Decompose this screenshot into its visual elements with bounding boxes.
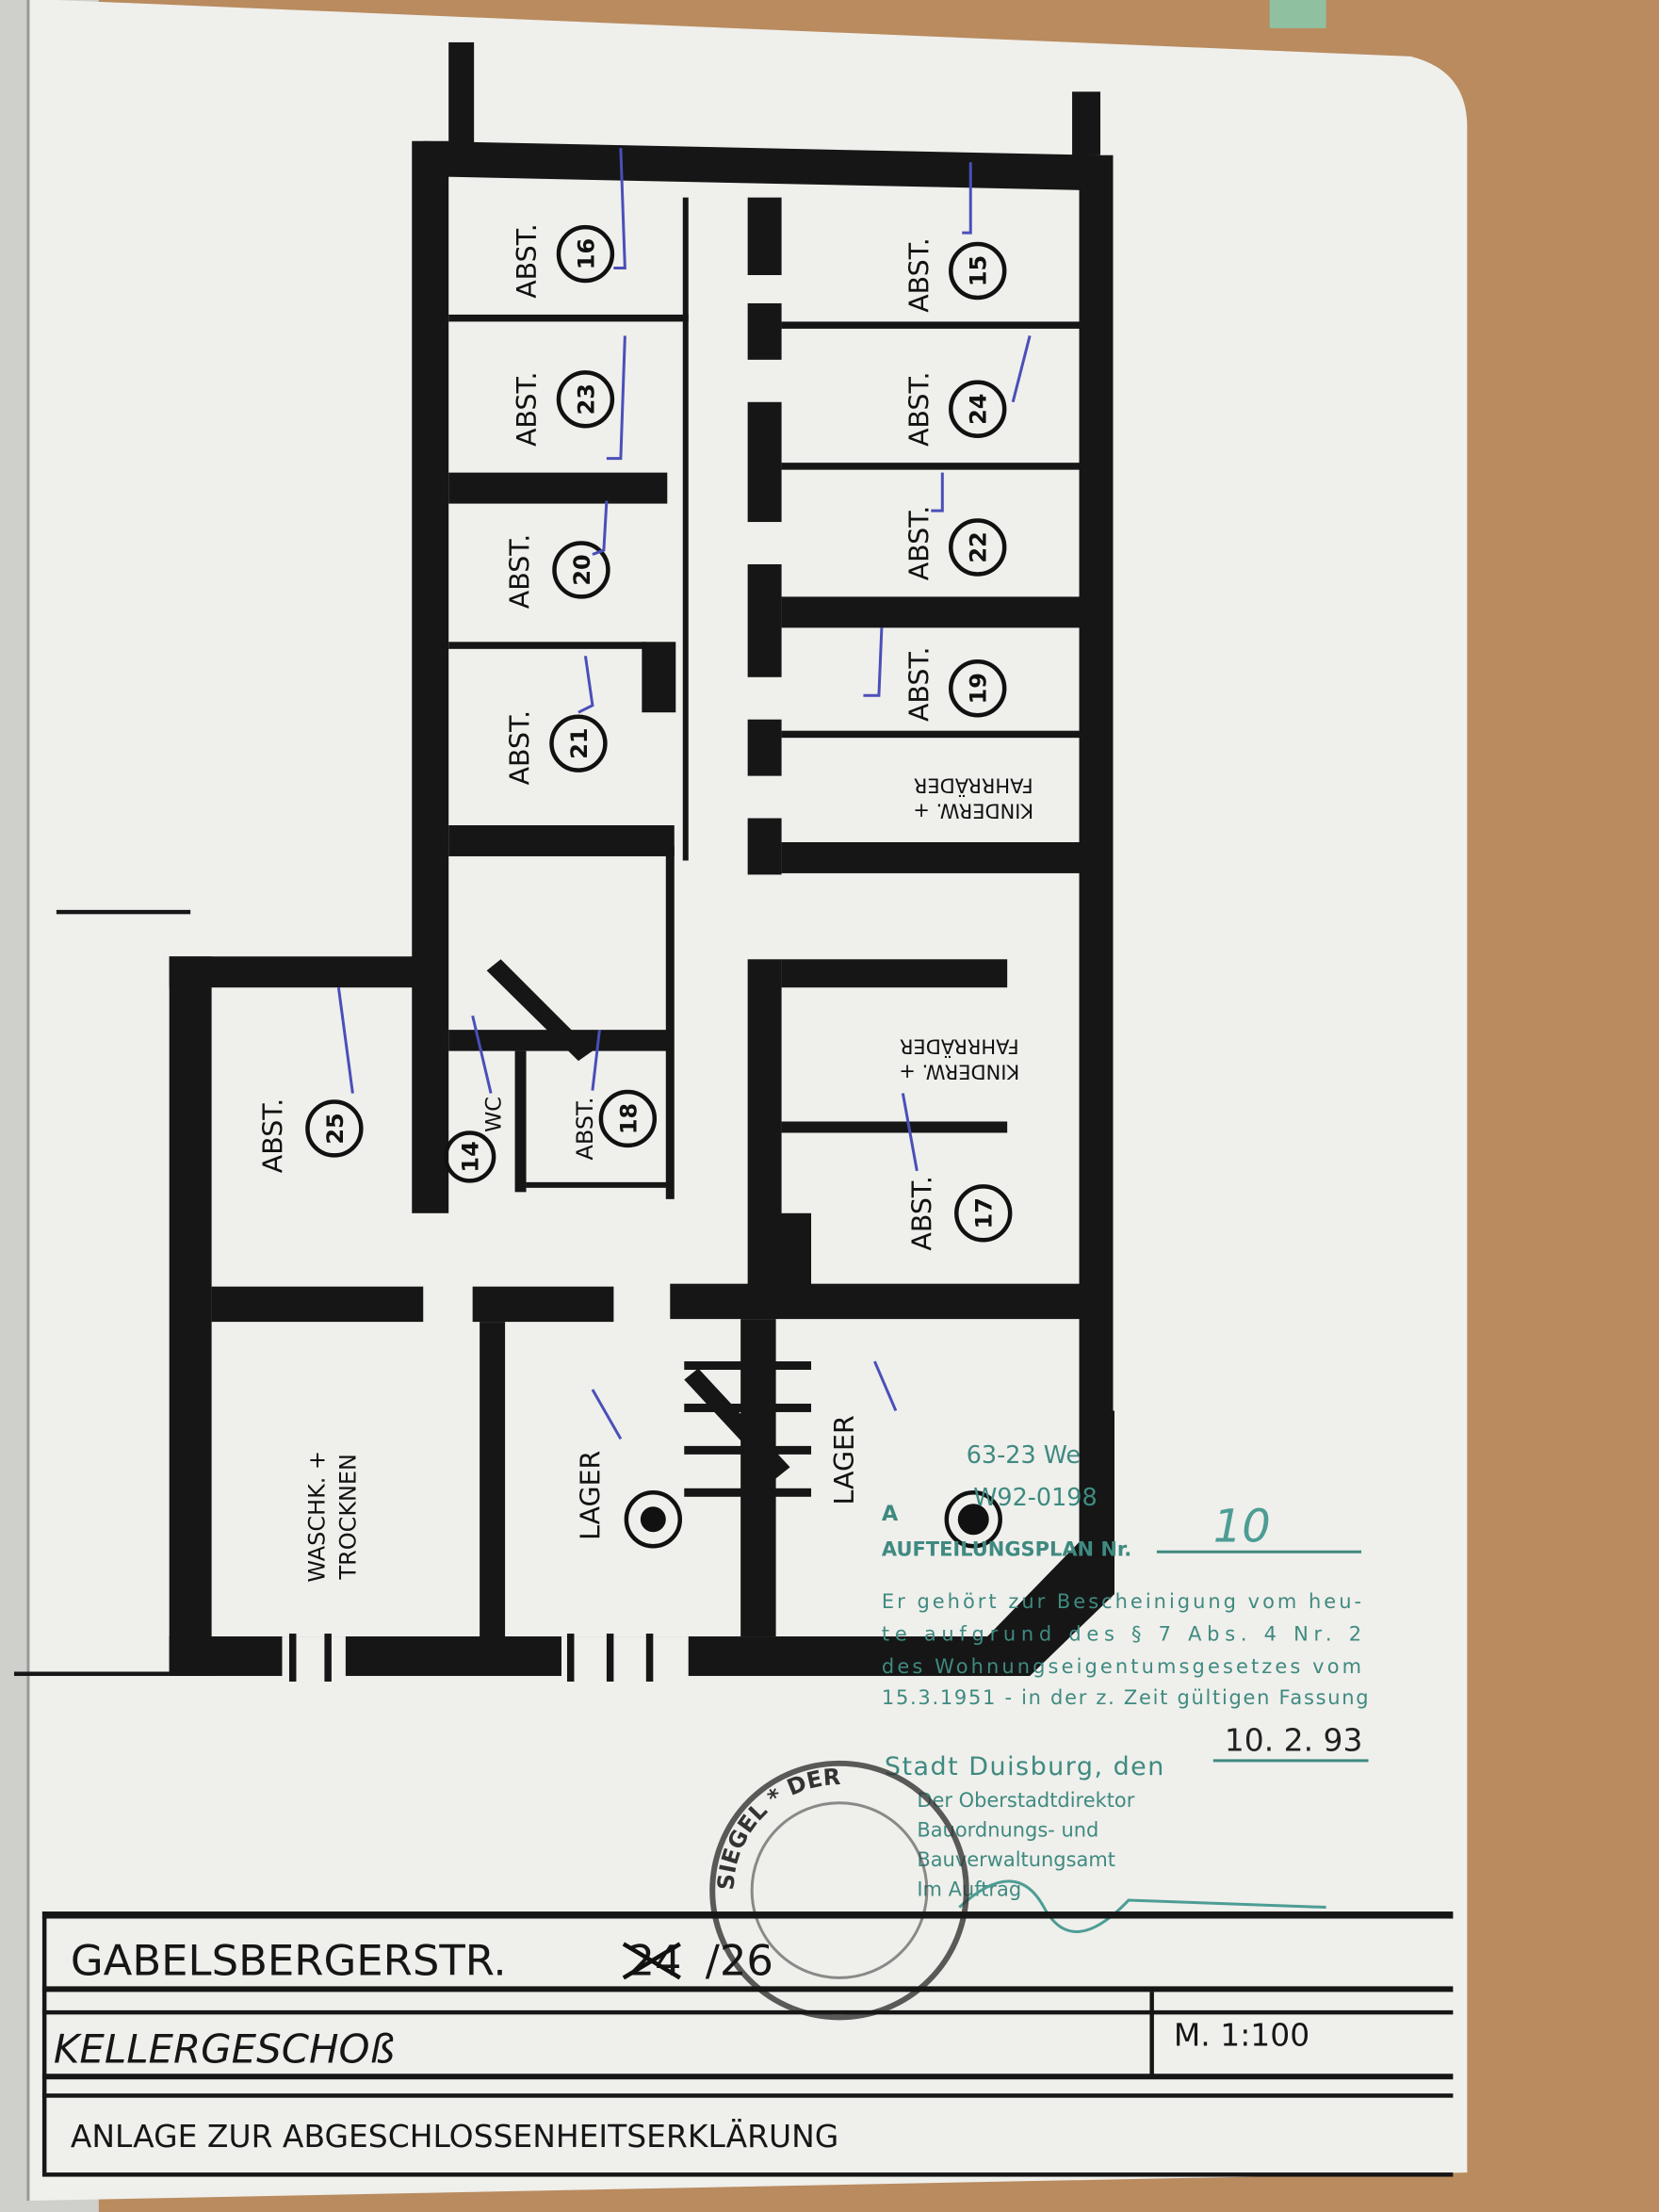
handwritten-ref-1: 63-23 We (967, 1441, 1081, 1470)
svg-text:22: 22 (966, 531, 992, 562)
svg-text:LAGER: LAGER (829, 1415, 860, 1504)
unit-circle: 19 (949, 659, 1007, 718)
stamp-title-prefix: A (882, 1502, 899, 1526)
plan-label: AUFTEILUNGSPLAN Nr. (882, 1538, 1131, 1561)
city-line: Stadt Duisburg, den (885, 1752, 1165, 1781)
unit-circle: 25 (305, 1099, 364, 1158)
walls (13, 41, 1114, 1682)
svg-text:WASCHK. +: WASCHK. + (303, 1451, 330, 1583)
svg-text:23: 23 (573, 383, 599, 415)
signature (958, 1879, 1326, 1933)
unit-circle: 16 (556, 224, 615, 284)
svg-text:24: 24 (966, 394, 992, 425)
approval-stamp: 63-23 We W92-0198 A AUFTEILUNGSPLAN Nr. … (882, 1441, 1369, 1933)
unit-circle: 15 (949, 241, 1007, 301)
green-tab (1269, 0, 1326, 28)
room-17: ABST. (906, 1176, 937, 1251)
svg-text:19: 19 (966, 673, 992, 704)
svg-text:KINDERW. +: KINDERW. + (899, 1061, 1019, 1083)
stamp-body-line: 15.3.1951 - in der z. Zeit gültigen Fass… (882, 1686, 1369, 1709)
handwritten-ref-2: W92-0198 (973, 1484, 1097, 1512)
svg-text:20: 20 (569, 554, 595, 585)
unit-circle: 18 (598, 1089, 658, 1148)
room-24: ABST. (903, 371, 935, 447)
authority-line: Bauordnungs- und (917, 1819, 1098, 1842)
authority-line: Bauverwaltungsamt (917, 1848, 1115, 1871)
svg-text:ABST.: ABST. (505, 534, 536, 610)
svg-text:ABST.: ABST. (903, 646, 935, 722)
unit-circle: 23 (556, 370, 615, 429)
svg-text:FAHRRÄDER: FAHRRÄDER (900, 1035, 1019, 1059)
room-25: ABST. (257, 1098, 288, 1174)
unit-circle: 17 (954, 1184, 1013, 1243)
unit-circle: 14 (443, 1130, 496, 1183)
svg-text:TROCKNEN: TROCKNEN (334, 1454, 361, 1580)
room-22: ABST. (903, 506, 935, 581)
unit-circle: 24 (949, 380, 1007, 438)
unit-circle (944, 1490, 1002, 1549)
bike-room-2: KINDERW. +FAHRRÄDER (899, 1035, 1019, 1083)
room-23: ABST. (512, 371, 543, 447)
room-lager-2: LAGER (829, 1415, 860, 1504)
unit-circle: 21 (549, 714, 608, 773)
room-16: ABST. (512, 223, 543, 299)
room-wc: WC (482, 1097, 507, 1132)
svg-text:18: 18 (615, 1103, 642, 1134)
unit-circle: 22 (949, 518, 1007, 577)
unit-circle (624, 1490, 683, 1549)
room-18: ABST. (572, 1097, 598, 1160)
svg-text:25: 25 (322, 1113, 349, 1144)
bike-room-1: KINDERW. +FAHRRÄDER (913, 774, 1033, 822)
scale: M. 1:100 (1174, 2016, 1309, 2053)
svg-text:14: 14 (458, 1141, 484, 1172)
room-20: ABST. (505, 534, 536, 610)
unit-circle: 20 (552, 541, 610, 599)
plan-number: 10 (1213, 1502, 1271, 1553)
stamp-date: 10. 2. 93 (1225, 1721, 1363, 1758)
svg-text:LAGER: LAGER (575, 1451, 606, 1540)
house-number: /26 (706, 1935, 773, 1985)
svg-text:ABST.: ABST. (257, 1098, 288, 1174)
unit-number-circles: 16 23 20 21 15 24 22 19 25 14 18 17 (305, 224, 1013, 1549)
svg-text:ABST.: ABST. (512, 371, 543, 447)
stamp-body-line: des Wohnungseigentumsgesetzes vom (882, 1655, 1361, 1678)
svg-text:21: 21 (566, 727, 593, 758)
annex-title: ANLAGE ZUR ABGESCHLOSSENHEITSERKLÄRUNG (71, 2118, 838, 2155)
room-21: ABST. (505, 710, 536, 786)
svg-text:KINDERW. +: KINDERW. + (913, 800, 1033, 822)
room-15: ABST. (903, 237, 935, 313)
room-labels: ABST. ABST. ABST. ABST. ABST. ABST. ABST… (257, 223, 1033, 1582)
title-block: GABELSBERGERSTR. 24 /26 KELLERGESCHOß M.… (41, 1911, 1454, 2177)
room-lager-1: LAGER (575, 1451, 606, 1540)
floor-name: KELLERGESCHOß (54, 2025, 395, 2072)
svg-text:15: 15 (966, 255, 992, 286)
street-name: GABELSBERGERSTR. (71, 1935, 507, 1985)
authority-line: Der Oberstadtdirektor (917, 1789, 1134, 1812)
pen-marks (336, 148, 1032, 1440)
svg-text:ABST.: ABST. (572, 1097, 598, 1160)
svg-text:ABST.: ABST. (903, 506, 935, 581)
svg-text:ABST.: ABST. (512, 223, 543, 299)
room-19: ABST. (903, 646, 935, 722)
svg-text:ABST.: ABST. (505, 710, 536, 786)
svg-text:ABST.: ABST. (903, 237, 935, 313)
svg-text:ABST.: ABST. (906, 1176, 937, 1251)
svg-text:WC: WC (482, 1097, 507, 1132)
svg-text:FAHRRÄDER: FAHRRÄDER (914, 774, 1033, 798)
svg-text:ABST.: ABST. (903, 371, 935, 447)
stamp-body-line: Er gehört zur Bescheinigung vom heu- (882, 1590, 1361, 1613)
laundry-room: WASCHK. +TROCKNEN (303, 1451, 361, 1583)
svg-text:16: 16 (573, 238, 599, 269)
svg-text:17: 17 (971, 1197, 998, 1228)
